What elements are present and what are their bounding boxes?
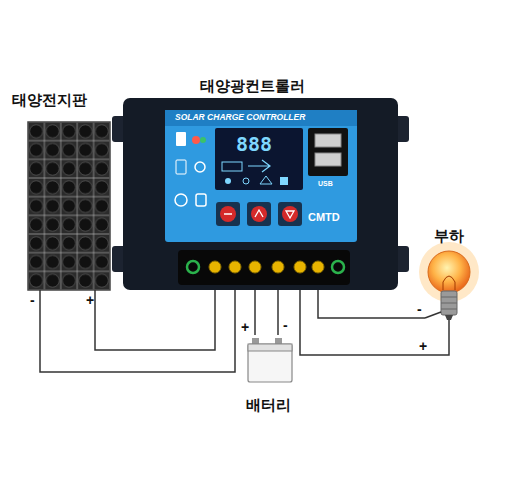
polarity-sign: - xyxy=(417,302,422,316)
node-heading: 부하 xyxy=(434,228,464,245)
terminal-screw xyxy=(312,261,324,273)
bulb-lead xyxy=(425,312,441,318)
button-frame xyxy=(278,202,302,226)
bulb-lead xyxy=(448,320,450,328)
gauge-icon xyxy=(175,194,187,206)
bulb-thread xyxy=(441,297,457,309)
polarity-sign: + xyxy=(241,320,249,334)
phone-icon xyxy=(176,160,186,174)
usb-port xyxy=(315,153,341,166)
bulb-tip xyxy=(445,315,453,320)
lock-icon xyxy=(196,194,206,206)
polarity-sign: + xyxy=(419,339,427,353)
battery-node: 배터리 xyxy=(245,335,295,420)
lcd-icon xyxy=(260,176,272,184)
wire xyxy=(95,290,215,350)
battery-case xyxy=(248,344,292,382)
button-frame xyxy=(247,202,271,226)
wire xyxy=(254,290,256,335)
terminal-screw xyxy=(272,261,284,273)
status-icon xyxy=(200,137,206,143)
lcd-icon xyxy=(280,177,288,185)
polarity-sign: - xyxy=(283,318,288,332)
node-heading: 태양전지판 xyxy=(12,92,87,109)
polarity-sign: - xyxy=(30,293,35,307)
battery-lid xyxy=(248,344,292,351)
terminal-screw xyxy=(332,261,344,273)
usb-port xyxy=(315,134,341,147)
lcd-flow-icon xyxy=(248,160,270,172)
wire xyxy=(318,290,425,318)
load-node: 부하 xyxy=(425,228,473,328)
controller-node: 태양광컨트롤러 SOLAR CHARGE CONTROLLER CMTD xyxy=(123,78,398,290)
terminal-screw xyxy=(209,261,221,273)
wire xyxy=(40,290,235,372)
wire xyxy=(277,290,279,335)
terminal-screw xyxy=(249,261,261,273)
brand-label: SOLAR CHARGE CONTROLLER xyxy=(175,113,305,122)
lcd-screen xyxy=(215,128,303,190)
button xyxy=(251,206,267,222)
button xyxy=(282,206,298,222)
terminal-screw xyxy=(229,261,241,273)
status-icon xyxy=(192,136,200,144)
lcd-icon xyxy=(243,178,249,184)
battery-terminal xyxy=(252,338,259,344)
solar-panel xyxy=(28,122,110,290)
bulb-filament xyxy=(443,276,455,290)
gear-icon xyxy=(195,162,205,172)
panel-icon xyxy=(176,132,186,146)
terminal-screw xyxy=(187,261,199,273)
face-header xyxy=(165,110,357,126)
node-heading: 태양광컨트롤러 xyxy=(200,78,305,95)
polarity-sign: + xyxy=(86,293,94,307)
node-label: 배터리 xyxy=(246,397,291,414)
button-symbol xyxy=(224,210,294,218)
controller-body xyxy=(123,98,398,290)
bulb-glass xyxy=(428,251,470,293)
solar-panel-node: 태양전지판 xyxy=(10,92,115,290)
terminal-strip xyxy=(178,250,350,285)
wire xyxy=(300,290,449,355)
usb-housing xyxy=(308,128,348,176)
battery-terminal xyxy=(275,338,282,344)
usb-label: USB xyxy=(318,180,333,187)
bulb-base xyxy=(441,291,457,315)
brand-mark: CMTD xyxy=(308,211,340,223)
terminal-screw xyxy=(294,261,306,273)
controller-face xyxy=(165,110,357,242)
lcd-battery-icon xyxy=(222,162,242,171)
lcd-digits: 888 xyxy=(236,134,272,154)
lcd-icon xyxy=(225,178,231,184)
